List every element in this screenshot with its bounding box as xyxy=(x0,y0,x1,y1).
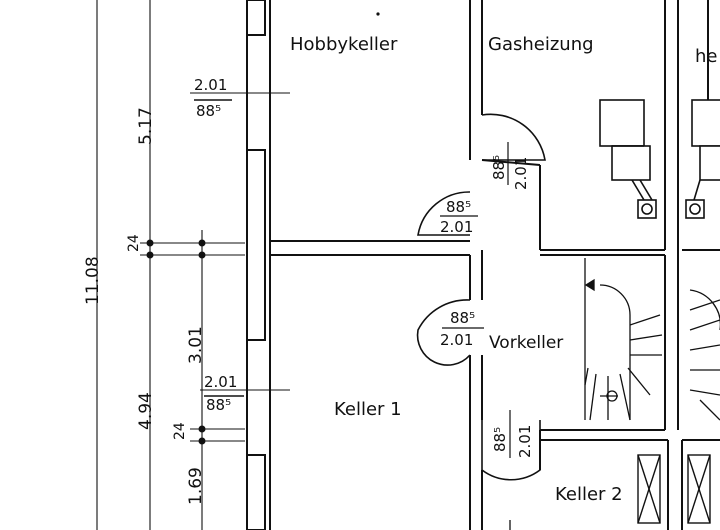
door-gas xyxy=(481,113,546,161)
dim-total: 11.08 xyxy=(83,256,103,305)
door-keller1-height: 2.01 xyxy=(440,331,473,349)
window-keller1-width: 2.01 xyxy=(204,373,237,391)
door-keller2-height: 2.01 xyxy=(516,425,534,458)
door-keller2 xyxy=(481,420,541,481)
door-gas-width: 88⁵ xyxy=(490,155,508,180)
plan-mark xyxy=(376,12,380,16)
window-hobby-width: 2.01 xyxy=(194,76,227,94)
dim-wall-upper: 24 xyxy=(126,234,142,252)
room-gasheizung: Gasheizung xyxy=(488,34,594,55)
dim-lower: 4.94 xyxy=(136,392,156,430)
door-keller2-width: 88⁵ xyxy=(491,427,509,452)
staircase xyxy=(584,258,720,421)
room-vorkeller: Vorkeller xyxy=(489,333,563,353)
window-keller1-height: 88⁵ xyxy=(206,396,231,414)
door-hobby xyxy=(417,191,471,236)
boiler-unit xyxy=(599,99,657,219)
dimension-dots xyxy=(146,239,206,445)
dim-bottom: 1.69 xyxy=(186,467,206,505)
room-keller1: Keller 1 xyxy=(334,399,402,420)
shaft-keller2 xyxy=(637,454,711,524)
door-keller1-width: 88⁵ xyxy=(450,309,475,327)
door-keller1 xyxy=(416,299,471,366)
dim-wall-lower: 24 xyxy=(172,422,188,440)
dim-upper: 5.17 xyxy=(136,107,156,145)
doors xyxy=(416,113,546,481)
boiler-unit-neighbor xyxy=(685,99,720,219)
dim-lower-sub: 3.01 xyxy=(186,326,206,364)
room-keller2: Keller 2 xyxy=(555,484,623,505)
walls xyxy=(246,0,720,530)
door-hobby-height: 2.01 xyxy=(440,218,473,236)
door-hobby-width: 88⁵ xyxy=(446,198,471,216)
door-gas-height: 2.01 xyxy=(512,157,530,190)
room-hobbykeller: Hobbykeller xyxy=(290,34,398,55)
room-partial-right: he xyxy=(695,46,717,67)
window-hobby-height: 88⁵ xyxy=(196,102,221,120)
